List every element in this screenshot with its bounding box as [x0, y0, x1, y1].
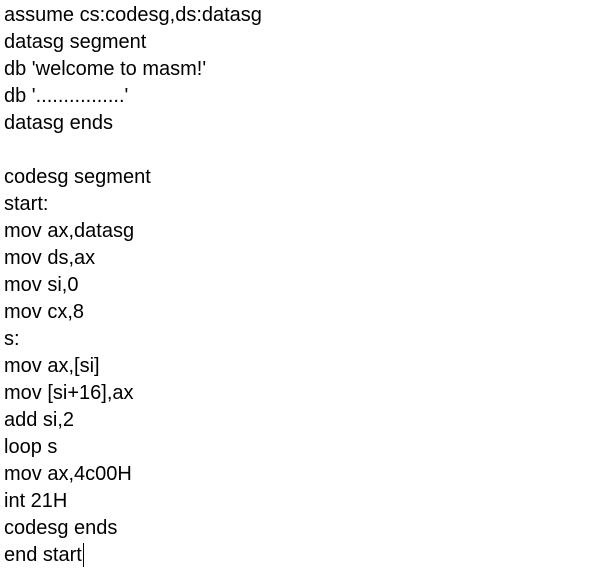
text-caret [82, 543, 84, 567]
code-line-12: mov cx,8 [4, 301, 85, 323]
code-line-2: datasg segment [4, 31, 147, 53]
code-line-14: mov ax,[si] [4, 355, 100, 377]
code-line-20: codesg ends [4, 517, 118, 539]
code-line-6 [4, 137, 589, 164]
code-line-1: assume cs:codesg,ds:datasg [4, 4, 262, 26]
code-line-8: start: [4, 193, 49, 215]
code-line-13: s: [4, 328, 20, 350]
code-line-15: mov [si+16],ax [4, 382, 134, 404]
code-line-3: db 'welcome to masm!' [4, 58, 207, 80]
code-line-21-text: end start [4, 544, 82, 566]
code-line-11: mov si,0 [4, 274, 79, 296]
code-line-9: mov ax,datasg [4, 220, 135, 242]
code-line-4: db '................' [4, 85, 129, 107]
code-line-19: int 21H [4, 490, 68, 512]
code-line-5: datasg ends [4, 112, 113, 134]
code-line-16: add si,2 [4, 409, 75, 431]
code-line-7: codesg segment [4, 166, 151, 188]
code-line-10: mov ds,ax [4, 247, 96, 269]
code-line-17: loop s [4, 436, 58, 458]
code-line-21: end start [4, 542, 589, 569]
code-line-18: mov ax,4c00H [4, 463, 132, 485]
